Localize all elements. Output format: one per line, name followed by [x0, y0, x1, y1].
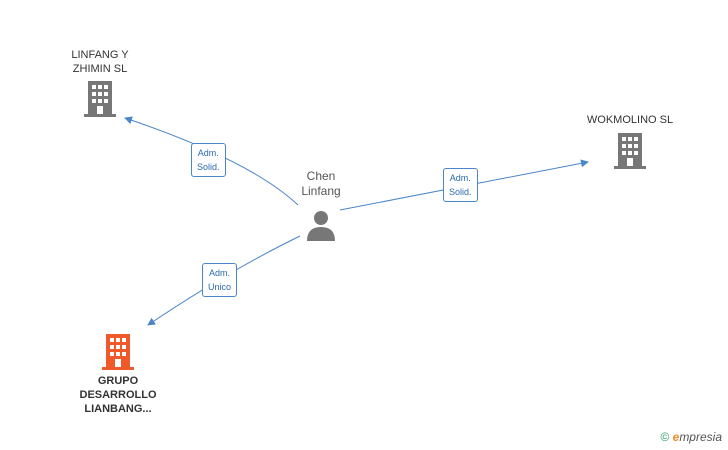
building-icon: [102, 334, 134, 370]
edge-to-linfang: [124, 116, 299, 206]
person-node[interactable]: Chen Linfang: [285, 169, 357, 241]
person-icon: [307, 211, 335, 241]
company-node-wokmolino[interactable]: WOKMOLINO SL: [580, 113, 680, 169]
edge-label-to-wokmolino[interactable]: Adm. Solid.: [443, 168, 478, 202]
company-label-wokmolino: WOKMOLINO SL: [586, 114, 674, 126]
person-label: Chen Linfang: [301, 169, 341, 198]
brand-e: e: [672, 430, 680, 444]
building-icon: [84, 81, 116, 117]
company-node-linfang[interactable]: LINFANG Y ZHIMIN SL: [55, 48, 145, 117]
company-label-linfang: LINFANG Y ZHIMIN SL: [71, 49, 129, 75]
company-label-grupo: GRUPO DESARROLLO LIANBANG...: [79, 375, 157, 415]
edge-label-to-linfang[interactable]: Adm. Solid.: [191, 143, 226, 177]
empresia-watermark: © empresia: [660, 430, 722, 444]
edge-label-to-grupo[interactable]: Adm. Unico: [202, 263, 238, 297]
building-icon: [614, 133, 646, 169]
brand-name: mpresia: [679, 430, 722, 444]
copyright-symbol: ©: [660, 430, 670, 444]
company-node-grupo[interactable]: GRUPO DESARROLLO LIANBANG...: [68, 334, 168, 416]
